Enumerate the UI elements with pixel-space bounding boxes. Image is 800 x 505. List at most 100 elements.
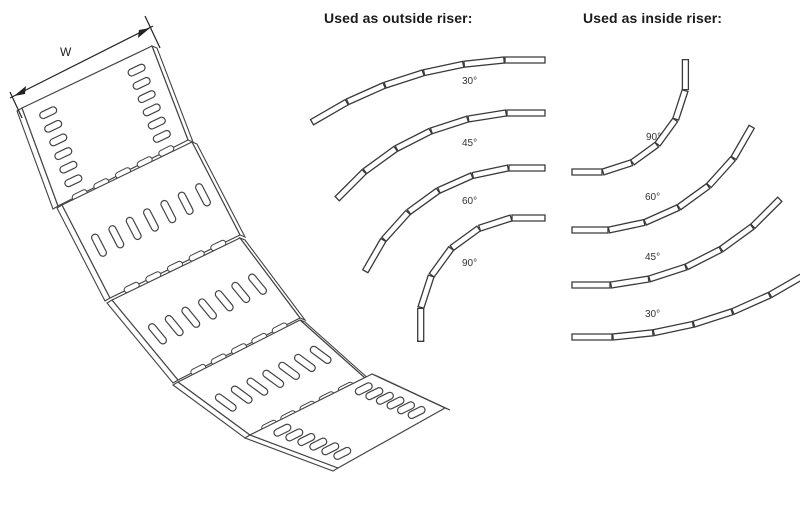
slot-hole xyxy=(230,385,253,404)
inside-riser-90 xyxy=(571,58,690,176)
outside-riser-segment xyxy=(380,209,412,243)
tray-section-1 xyxy=(16,45,194,210)
slot-hole xyxy=(333,446,352,460)
outside-riser-30 xyxy=(309,56,546,126)
inside-angle-label-45: 45° xyxy=(645,252,660,263)
slot-hole xyxy=(321,442,340,456)
outside-riser-segment xyxy=(504,56,546,64)
outside-riser-segment xyxy=(463,56,506,68)
outside-riser-segment xyxy=(334,168,368,202)
slot-hole xyxy=(147,116,166,130)
outside-riser-segment xyxy=(511,214,546,222)
outside-riser-segment xyxy=(477,214,513,232)
slot-hole xyxy=(177,191,194,215)
tray-section-3 xyxy=(106,236,307,384)
outside-riser-segment xyxy=(394,127,433,152)
slot-hole xyxy=(293,353,316,373)
slot-hole xyxy=(247,273,268,295)
outside-riser-segment xyxy=(406,187,441,216)
dimension-extension-left xyxy=(9,91,23,119)
slot-hole xyxy=(195,183,211,207)
inside-riser-group xyxy=(571,58,800,341)
slot-hole xyxy=(152,129,171,143)
slot-hole xyxy=(354,382,373,396)
slot-hole xyxy=(197,298,218,320)
slot-hole xyxy=(160,199,177,224)
slot-hole xyxy=(262,369,285,388)
slot-hole xyxy=(214,393,237,412)
outside-riser-group xyxy=(309,56,546,342)
inside-riser-heading: Used as inside riser: xyxy=(583,10,723,26)
dimension-line xyxy=(9,25,154,99)
outside-riser-segment xyxy=(345,81,387,106)
slot-hole xyxy=(297,432,316,447)
outside-riser-segment xyxy=(417,307,425,342)
slot-hole xyxy=(273,423,292,437)
inside-riser-segment xyxy=(767,273,800,299)
outside-riser-segment xyxy=(508,164,546,172)
dimension-extension-right xyxy=(144,15,161,49)
inside-riser-segment xyxy=(601,159,634,176)
inside-riser-segment xyxy=(611,329,654,341)
slot-hole xyxy=(231,281,251,304)
inside-riser-segment xyxy=(647,263,688,283)
outside-riser-45 xyxy=(334,109,546,202)
inside-riser-segment xyxy=(609,275,650,289)
slot-hole xyxy=(49,133,68,147)
inside-riser-segment xyxy=(705,155,737,189)
inside-riser-60 xyxy=(571,124,756,234)
inside-riser-segment xyxy=(652,320,695,337)
outside-angle-label-90: 90° xyxy=(462,258,477,269)
width-label: W xyxy=(60,45,72,59)
outside-angle-label-60: 60° xyxy=(462,196,477,207)
tray-section-2 xyxy=(56,140,247,302)
slot-hole xyxy=(91,233,107,257)
inside-angle-label-90: 90° xyxy=(646,132,661,143)
tray-section-5 xyxy=(243,373,451,472)
slot-hole xyxy=(54,147,73,161)
outside-riser-segment xyxy=(417,274,435,310)
slot-hole xyxy=(246,377,269,396)
slot-hole xyxy=(407,405,426,420)
slot-hole xyxy=(132,76,151,90)
width-dimension: W xyxy=(9,15,161,119)
slot-hole xyxy=(309,345,332,365)
inside-riser-segment xyxy=(571,281,611,289)
outside-riser-segment xyxy=(429,115,470,135)
slot-hole xyxy=(365,387,384,401)
outside-riser-segment xyxy=(506,109,546,117)
slot-hole xyxy=(44,119,63,133)
arrowhead-left-icon xyxy=(14,86,26,96)
outside-angle-label-30: 30° xyxy=(462,76,477,87)
inside-riser-segment xyxy=(571,168,603,176)
cable-tray-illustration xyxy=(16,45,451,472)
slot-hole xyxy=(386,396,405,410)
slot-hole xyxy=(147,323,168,345)
inside-riser-segment xyxy=(718,223,755,253)
slot-hole xyxy=(375,391,394,405)
slot-hole xyxy=(142,103,161,117)
outside-riser-segment xyxy=(309,98,350,126)
inside-riser-45 xyxy=(571,196,783,289)
slot-hole xyxy=(164,314,184,337)
slot-hole xyxy=(127,63,146,77)
slot-hole xyxy=(309,437,328,451)
outside-riser-segment xyxy=(449,225,482,252)
slot-hole xyxy=(278,361,301,380)
slot-hole xyxy=(125,216,142,241)
inside-riser-segment xyxy=(672,88,689,121)
inside-angle-label-60: 60° xyxy=(645,192,660,203)
outside-riser-segment xyxy=(436,172,474,194)
slot-hole xyxy=(108,225,125,249)
slot-hole xyxy=(143,208,159,232)
slot-hole xyxy=(285,428,304,442)
inside-angle-label-30: 30° xyxy=(645,309,660,320)
inside-riser-segment xyxy=(629,141,660,166)
slot-hole xyxy=(137,90,156,104)
slot-hole xyxy=(214,290,234,312)
slot-hole xyxy=(181,306,201,328)
outside-riser-segment xyxy=(471,164,510,180)
inside-riser-segment xyxy=(571,226,609,234)
inside-riser-segment xyxy=(681,58,690,91)
